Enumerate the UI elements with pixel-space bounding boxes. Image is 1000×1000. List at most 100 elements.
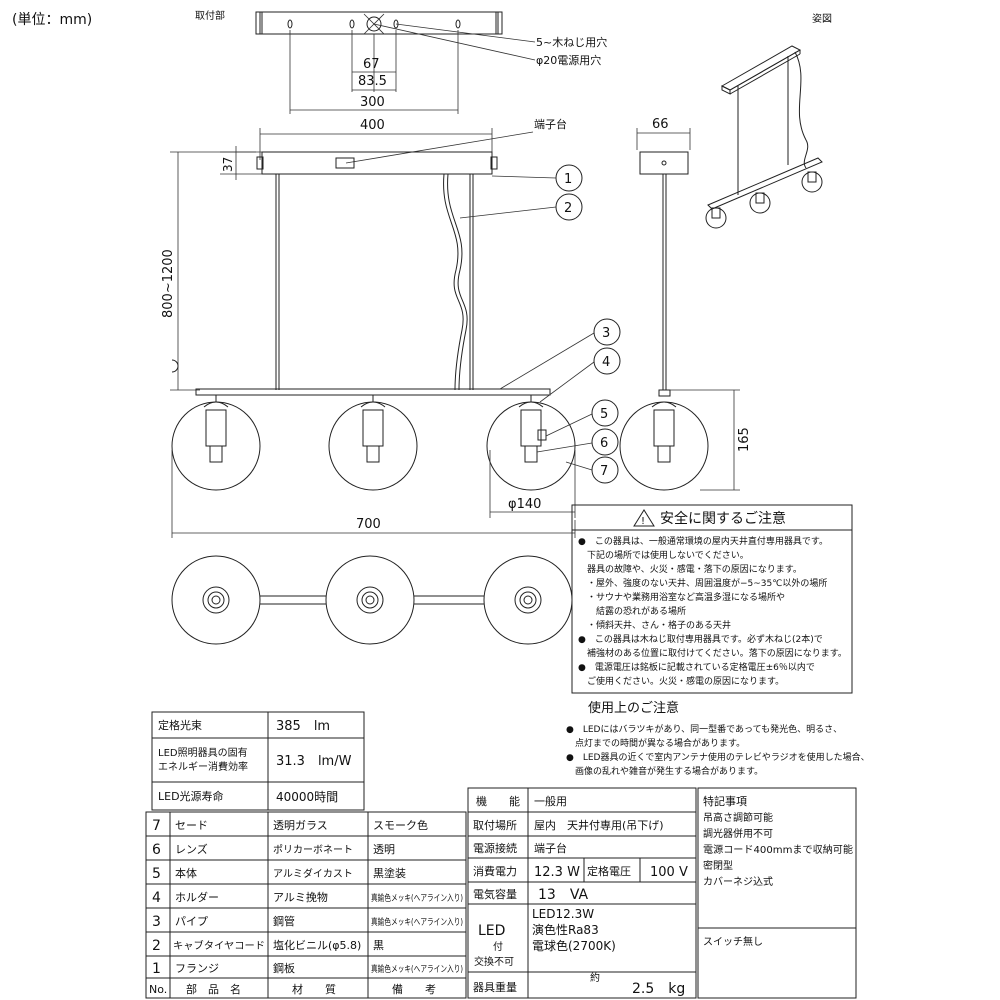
svg-text:黒塗装: 黒塗装 bbox=[373, 866, 406, 880]
safety-title: 安全に関するご注意 bbox=[660, 510, 786, 527]
svg-text:電気容量: 電気容量 bbox=[473, 887, 517, 901]
svg-text:● LED器具の近くで室内アンテナ使用のテレビやラジオを使用: ● LED器具の近くで室内アンテナ使用のテレビやラジオを使用した場合、 bbox=[566, 751, 870, 763]
svg-text:ポリカーボネート: ポリカーボネート bbox=[273, 844, 353, 856]
svg-text:密閉型: 密閉型 bbox=[703, 859, 733, 872]
svg-text:2: 2 bbox=[152, 938, 161, 954]
svg-text:消費電力: 消費電力 bbox=[473, 864, 517, 878]
svg-text:レンズ: レンズ bbox=[175, 842, 208, 856]
svg-text:一般用: 一般用 bbox=[534, 795, 567, 808]
svg-text:付: 付 bbox=[493, 940, 503, 953]
svg-text:材 質: 材 質 bbox=[292, 982, 336, 996]
dim-140: φ140 bbox=[508, 497, 541, 512]
globe-left bbox=[171, 395, 261, 491]
figure-label: 姿図 bbox=[812, 12, 832, 25]
svg-text:屋内 天井付専用(吊下げ): 屋内 天井付専用(吊下げ) bbox=[534, 818, 664, 832]
svg-text:● 電源電圧は銘板に記載されている定格電圧±6％以内で: ● 電源電圧は銘板に記載されている定格電圧±6％以内で bbox=[578, 661, 815, 673]
callout-5: 5 bbox=[600, 407, 608, 422]
mount-label: 取付部 bbox=[195, 9, 225, 22]
dim-300: 300 bbox=[360, 95, 385, 110]
svg-text:下記の場所では使用しないでください。: 下記の場所では使用しないでください。 bbox=[578, 549, 749, 561]
terminal-label: 端子台 bbox=[534, 117, 567, 131]
svg-text:真鍮色メッキ(ヘアライン入り): 真鍮色メッキ(ヘアライン入り) bbox=[371, 963, 463, 975]
svg-text:機 能: 機 能 bbox=[476, 794, 520, 808]
dim-400: 400 bbox=[360, 118, 385, 133]
svg-text:スモーク色: スモーク色 bbox=[373, 818, 428, 832]
svg-text:3: 3 bbox=[152, 914, 161, 930]
svg-text:部 品 名: 部 品 名 bbox=[186, 982, 241, 996]
svg-text:キャブタイヤコード: キャブタイヤコード bbox=[173, 939, 265, 952]
svg-text:定格光束: 定格光束 bbox=[158, 718, 202, 732]
svg-text:・屋外、強度のない天井、周囲温度が−5~35℃以外の場所: ・屋外、強度のない天井、周囲温度が−5~35℃以外の場所 bbox=[578, 577, 827, 589]
svg-text:1: 1 bbox=[152, 961, 161, 977]
svg-text:透明: 透明 bbox=[373, 843, 395, 856]
dim-165: 165 bbox=[737, 427, 752, 452]
svg-text:真鍮色メッキ(ヘアライン入り): 真鍮色メッキ(ヘアライン入り) bbox=[371, 892, 463, 904]
globe-right bbox=[486, 395, 576, 491]
callout-2: 2 bbox=[564, 201, 572, 216]
svg-text:パイプ: パイプ bbox=[175, 915, 208, 928]
side-view bbox=[619, 151, 709, 491]
svg-text:ご使用ください。火災・感電の原因になります。: ご使用ください。火災・感電の原因になります。 bbox=[578, 675, 784, 687]
svg-text:備 考: 備 考 bbox=[392, 983, 436, 996]
svg-text:アルミダイカスト: アルミダイカスト bbox=[273, 867, 353, 880]
svg-text:交換不可: 交換不可 bbox=[474, 955, 514, 968]
svg-text:演色性Ra83: 演色性Ra83 bbox=[532, 922, 599, 937]
svg-text:13 VA: 13 VA bbox=[538, 887, 588, 903]
svg-text:黒: 黒 bbox=[373, 939, 384, 952]
svg-text:補強材のある位置に取付けてください。落下の原因になります。: 補強材のある位置に取付けてください。落下の原因になります。 bbox=[578, 647, 847, 659]
usage-notice: 使用上のご注意 ● LEDにはバラツキがあり、同一型番であっても発光色、明るさ、… bbox=[566, 700, 870, 777]
dim-67: 67 bbox=[363, 57, 380, 72]
svg-text:端子台: 端子台 bbox=[534, 841, 567, 855]
svg-text:4: 4 bbox=[152, 890, 161, 906]
spec-table-main: 機 能 一般用 取付場所 屋内 天井付専用(吊下げ) 電源接続 端子台 消費電力… bbox=[467, 787, 697, 999]
svg-text:5: 5 bbox=[152, 866, 161, 882]
pipe-front bbox=[195, 388, 551, 396]
dim-83: 83.5 bbox=[358, 74, 387, 89]
svg-text:塩化ビニル(φ5.8): 塩化ビニル(φ5.8) bbox=[273, 938, 361, 952]
power-hole-label: φ20電源用穴 bbox=[536, 53, 601, 67]
svg-text:エネルギー消費効率: エネルギー消費効率 bbox=[158, 760, 248, 773]
svg-text:電源接続: 電源接続 bbox=[473, 841, 517, 855]
svg-text:40000時間: 40000時間 bbox=[276, 790, 338, 804]
callout-7: 7 bbox=[600, 464, 608, 479]
svg-text:● LEDにはバラツキがあり、同一型番であっても発光色、明る: ● LEDにはバラツキがあり、同一型番であっても発光色、明るさ、 bbox=[566, 723, 842, 735]
svg-text:6: 6 bbox=[152, 842, 161, 858]
svg-text:本体: 本体 bbox=[175, 866, 197, 880]
svg-text:7: 7 bbox=[152, 818, 161, 834]
svg-text:2.5 kg: 2.5 kg bbox=[632, 981, 685, 997]
svg-text:器具重量: 器具重量 bbox=[473, 980, 517, 994]
svg-text:No.: No. bbox=[149, 983, 167, 996]
usage-title: 使用上のご注意 bbox=[588, 700, 679, 716]
svg-text:調光器併用不可: 調光器併用不可 bbox=[703, 827, 773, 840]
callout-6: 6 bbox=[600, 436, 608, 451]
svg-text:フランジ: フランジ bbox=[175, 962, 219, 975]
canopy bbox=[256, 151, 498, 175]
svg-text:鋼管: 鋼管 bbox=[273, 914, 295, 928]
svg-text:アルミ挽物: アルミ挽物 bbox=[273, 890, 328, 904]
svg-text:電球色(2700K): 電球色(2700K) bbox=[532, 939, 616, 953]
svg-text:12.3 W: 12.3 W bbox=[534, 865, 580, 880]
svg-text:取付場所: 取付場所 bbox=[473, 819, 517, 832]
svg-text:・サウナや業務用浴室など高温多湿になる場所や: ・サウナや業務用浴室など高温多湿になる場所や bbox=[578, 591, 785, 603]
safety-lines: ● この器具は、一般通常環境の屋内天井直付専用器具です。 下記の場所では使用しな… bbox=[578, 535, 847, 687]
svg-text:● この器具は、一般通常環境の屋内天井直付専用器具です。: ● この器具は、一般通常環境の屋内天井直付専用器具です。 bbox=[578, 535, 828, 547]
spec-table-top: 定格光束 385 lm LED照明器具の固有 エネルギー消費効率 31.3 lm… bbox=[151, 711, 365, 811]
callout-1: 1 bbox=[564, 172, 572, 187]
svg-text:画像の乱れや雑音が発生する場合があります。: 画像の乱れや雑音が発生する場合があります。 bbox=[566, 765, 763, 777]
svg-text:LED12.3W: LED12.3W bbox=[532, 907, 594, 921]
svg-text:点灯までの時間が異なる場合があります。: 点灯までの時間が異なる場合があります。 bbox=[566, 737, 745, 749]
svg-text:透明ガラス: 透明ガラス bbox=[273, 819, 328, 832]
callout-3: 3 bbox=[602, 326, 610, 341]
svg-text:LED照明器具の固有: LED照明器具の固有 bbox=[158, 746, 248, 759]
svg-text:385 lm: 385 lm bbox=[276, 719, 330, 734]
dim-700: 700 bbox=[356, 517, 381, 532]
svg-text:鋼板: 鋼板 bbox=[273, 961, 295, 975]
svg-text:・傾斜天井、さん・格子のある天井: ・傾斜天井、さん・格子のある天井 bbox=[578, 619, 731, 631]
svg-text:31.3 lm/W: 31.3 lm/W bbox=[276, 754, 352, 769]
svg-text:100 V: 100 V bbox=[650, 865, 688, 880]
svg-text:定格電圧: 定格電圧 bbox=[587, 864, 631, 878]
dim-800: 800~1200 bbox=[161, 249, 176, 318]
svg-text:器具の故障や、火災・感電・落下の原因になります。: 器具の故障や、火災・感電・落下の原因になります。 bbox=[578, 563, 802, 575]
svg-text:吊高さ調節可能: 吊高さ調節可能 bbox=[703, 811, 773, 824]
